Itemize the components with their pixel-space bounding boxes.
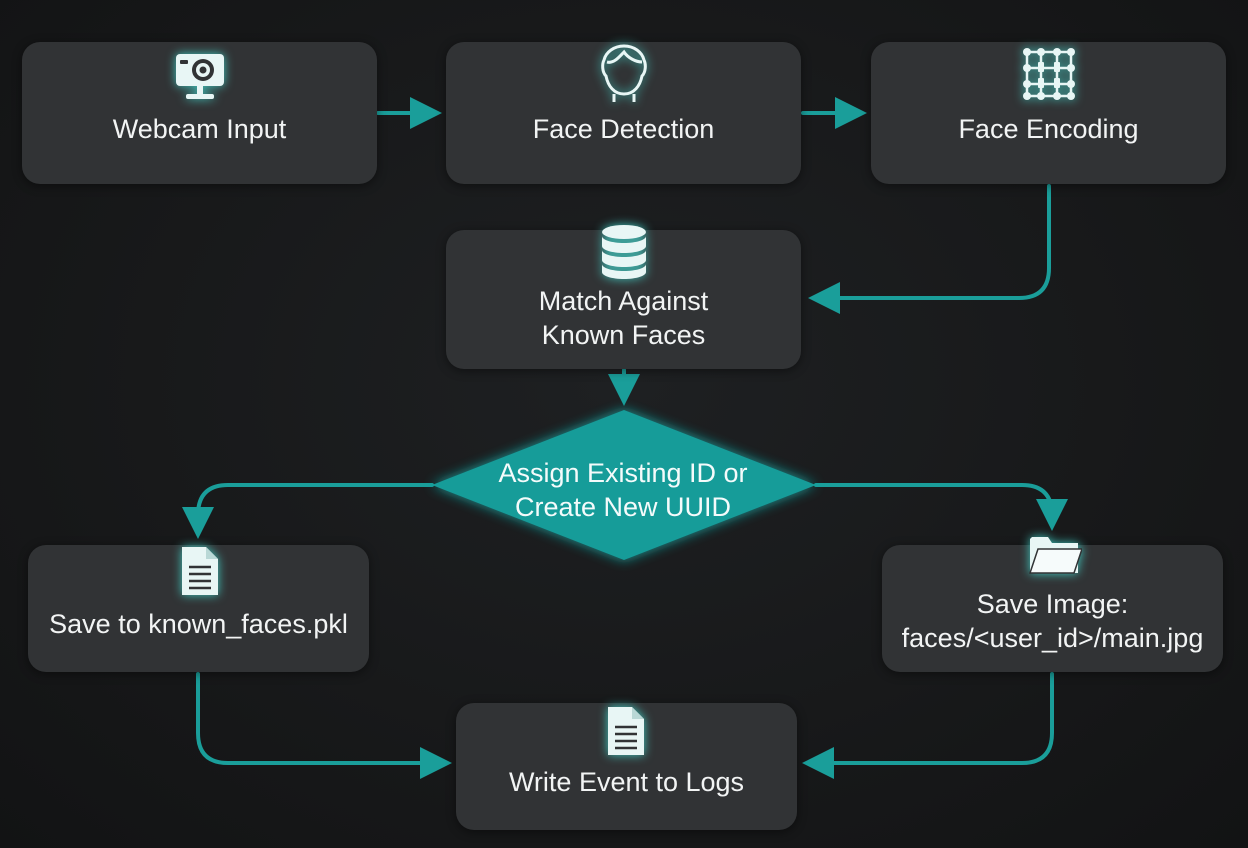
node-webcam-input[interactable]: Webcam Input [22,42,377,184]
node-label: Write Event to Logs [508,767,745,797]
document-icon [608,707,644,755]
node-label: Face Detection [532,114,715,144]
decision-diamond [432,410,816,560]
neural-grid-icon [1023,48,1075,100]
connector-save-pkl-to-logs [196,672,452,779]
connector-save-image-to-logs [802,672,1054,779]
decision-label-line1: Assign Existing ID or [498,458,748,488]
node-label: Save to known_faces.pkl [49,609,348,639]
node-match-known-faces[interactable]: Match Against Known Faces [446,225,801,369]
node-label-line1: Match Against [538,286,709,316]
node-label: Webcam Input [112,114,287,144]
webcam-icon [176,54,224,99]
node-label: Face Encoding [958,114,1139,144]
decision-label: Assign Existing ID or Create New UUID [430,456,816,524]
connector-decision-to-save-pkl [182,483,434,539]
face-icon [601,44,647,102]
node-face-detection[interactable]: Face Detection [446,42,801,184]
decision-label-line2: Create New UUID [514,492,732,522]
node-label-line2: faces/<user_id>/main.jpg [901,623,1204,653]
node-face-encoding[interactable]: Face Encoding [871,42,1226,184]
node-label-line2: Known Faces [541,320,706,350]
database-icon [602,225,646,279]
connector-encoding-to-match [808,184,1051,314]
document-icon [182,547,218,595]
node-write-logs[interactable]: Write Event to Logs [456,703,797,830]
connector-decision-to-save-image [814,483,1068,531]
node-save-known-faces[interactable]: Save to known_faces.pkl [28,545,369,672]
node-save-image[interactable]: Save Image: faces/<user_id>/main.jpg [882,537,1223,672]
folder-icon [1028,537,1082,574]
node-label-line1: Save Image: [976,589,1129,619]
